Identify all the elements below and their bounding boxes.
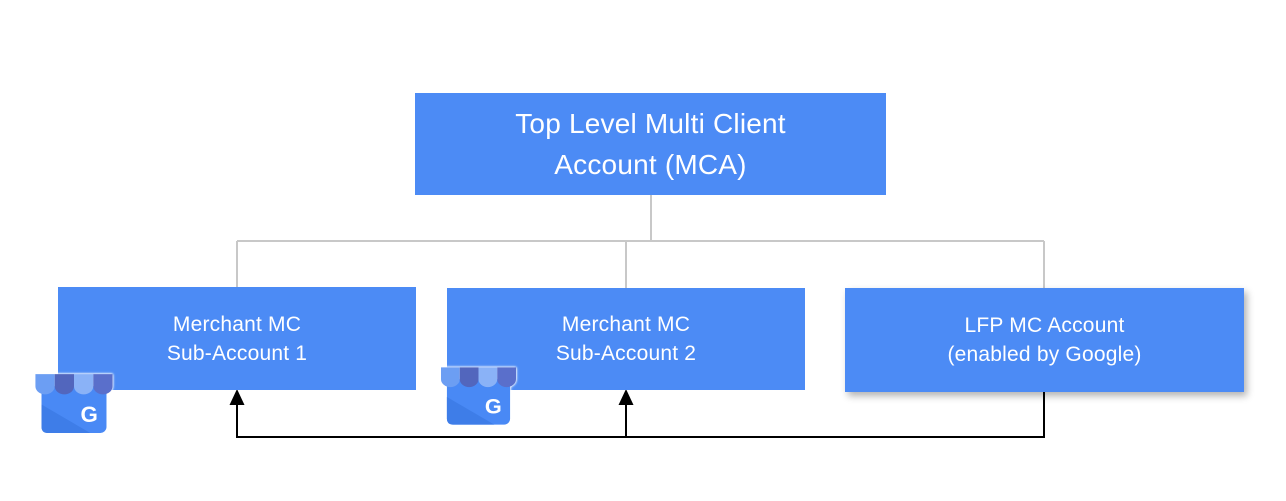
arrowhead-sub2-icon: [618, 389, 634, 405]
node-label-line: LFP MC Account: [964, 314, 1125, 337]
node-label-line: (enabled by Google): [947, 343, 1142, 366]
tree-connector-lines: [236, 195, 1045, 288]
node-label-line: Top Level Multi Client: [515, 108, 786, 139]
node-merchant-sub-account-1: Merchant MC Sub-Account 1: [58, 287, 416, 390]
google-my-business-icon: G: [35, 374, 113, 433]
node-label-line: Sub-Account 1: [166, 341, 308, 365]
arrowhead-sub1-icon: [229, 389, 245, 405]
arrow-connector-lines: [236, 392, 1045, 438]
node-label-line: Sub-Account 2: [555, 342, 697, 365]
node-label-line: Merchant MC: [561, 313, 691, 336]
google-my-business-icon: G: [441, 367, 516, 425]
node-label-line: Merchant MC: [172, 312, 302, 336]
node-lfp-mc-account: LFP MC Account (enabled by Google): [845, 288, 1244, 392]
google-g-letter: G: [81, 402, 98, 427]
google-g-letter: G: [485, 394, 502, 419]
node-top-level-mca: Top Level Multi Client Account (MCA): [415, 93, 886, 195]
node-merchant-sub-account-2: Merchant MC Sub-Account 2: [447, 288, 805, 390]
node-label-line: Account (MCA): [554, 149, 747, 180]
